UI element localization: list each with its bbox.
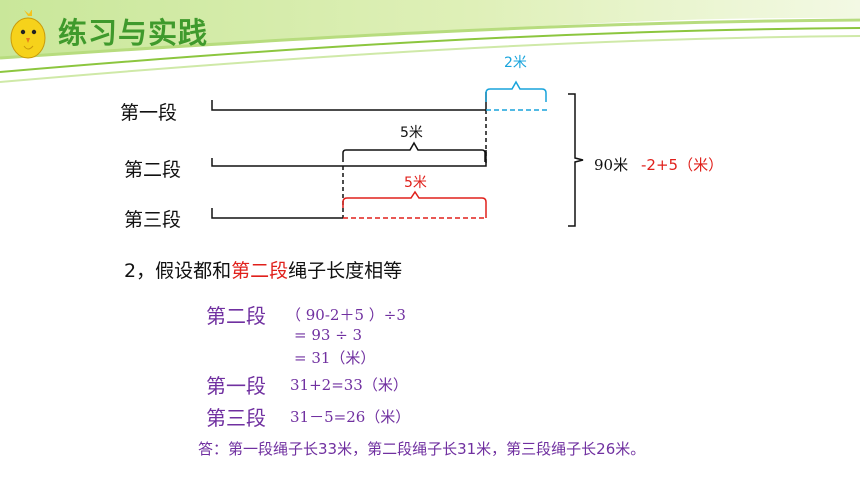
segment-1-label: 第一段 — [120, 102, 178, 124]
brace-mid — [342, 141, 486, 162]
calc-second-line-3: = 31（米） — [294, 349, 376, 367]
assumption-text: 2，假设都和第二段绳子长度相等 — [124, 260, 403, 282]
mid-diff-label: 5米 — [400, 125, 423, 141]
calc-second-label: 第二段 — [206, 304, 266, 328]
top-diff-label: 2米 — [504, 55, 527, 71]
segment-2-line — [211, 150, 487, 167]
brace-top-diff — [485, 80, 547, 102]
page-title: 练习与实践 — [58, 16, 209, 50]
calc-second-line-1: （ 90-2＋5 ）÷3 — [286, 306, 406, 324]
brace-bottom-diff — [342, 190, 487, 218]
segment-1-line — [211, 92, 487, 111]
segment-2-label: 第二段 — [124, 159, 182, 181]
chick-mascot-icon — [10, 10, 46, 59]
segment-3-line — [211, 208, 343, 219]
total-adjust-label: -2+5（米） — [641, 156, 724, 174]
answer-text: 答：第一段绳子长33米，第二段绳子长31米，第三段绳子长26米。 — [198, 440, 646, 458]
total-length-label: 90米 — [594, 156, 629, 174]
brace-total — [568, 93, 584, 227]
calc-first-label: 第一段 — [206, 374, 266, 398]
calc-third-expr: 31－5=26（米） — [290, 408, 411, 426]
calc-second-line-2: = 93 ÷ 3 — [294, 326, 363, 344]
calc-third-label: 第三段 — [206, 406, 266, 430]
segment-3-label: 第三段 — [124, 209, 182, 231]
header-decoration — [0, 0, 860, 83]
calc-first-expr: 31+2=33（米） — [290, 376, 408, 394]
bottom-diff-label: 5米 — [404, 175, 427, 191]
